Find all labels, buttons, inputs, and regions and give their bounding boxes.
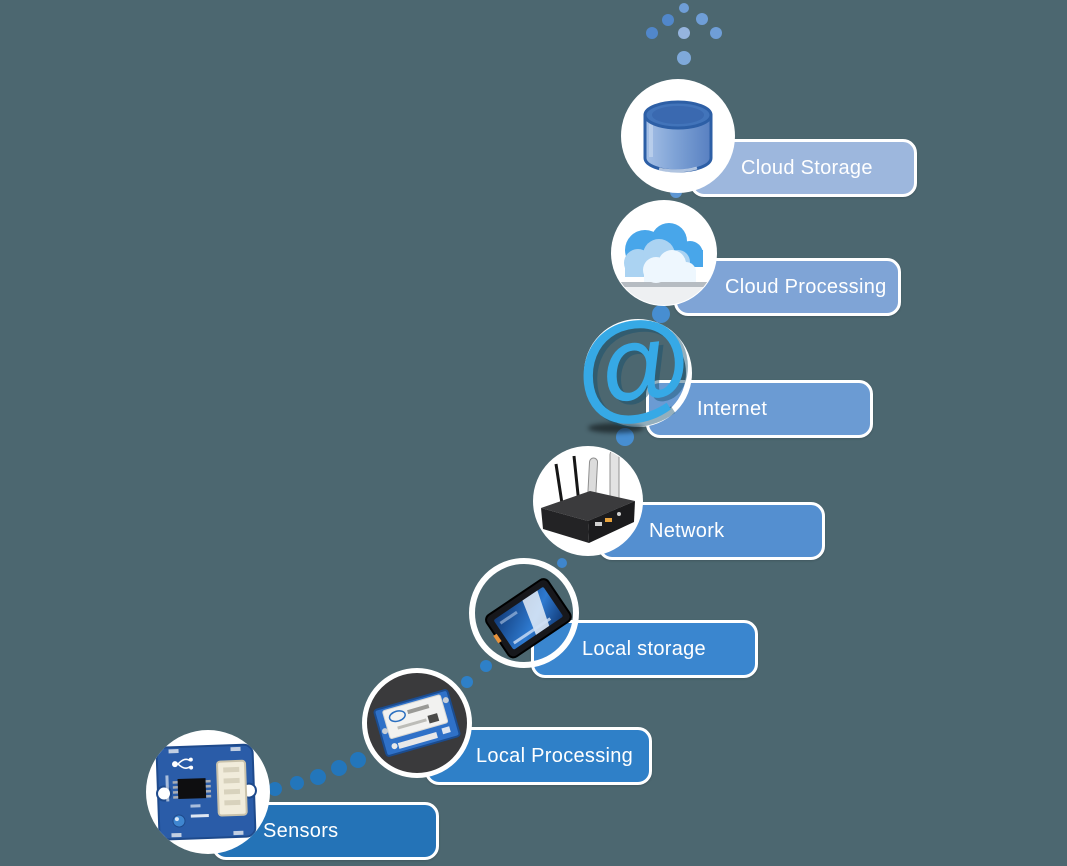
flow-dot [710, 27, 722, 39]
database-icon [643, 100, 713, 173]
svg-text:@: @ [573, 296, 701, 439]
local-processing-badge [362, 668, 472, 778]
connector-dot [331, 760, 347, 776]
step-label: Sensors [263, 819, 339, 842]
local-storage-badge [469, 558, 579, 668]
edison-board-icon [373, 689, 461, 757]
step-label: Cloud Storage [741, 156, 873, 179]
sensor-board-icon [155, 743, 257, 841]
at-symbol-icon: @ @ [569, 293, 702, 440]
step-label: Local Processing [476, 744, 634, 767]
flow-dot [677, 51, 691, 65]
connector-dot [480, 660, 492, 672]
internet-badge: @ @ [569, 293, 702, 440]
clouds-icon [612, 201, 716, 305]
connector-dot [350, 752, 366, 768]
step-label: Local storage [582, 637, 706, 660]
flow-dot [679, 3, 689, 13]
ssd-icon [485, 578, 572, 659]
flow-dot [646, 27, 658, 39]
connector-dot [290, 776, 304, 790]
flow-dot [696, 13, 708, 25]
step-label: Internet [697, 397, 768, 420]
flow-dot [678, 27, 690, 39]
connector-dot [461, 676, 473, 688]
sensors-badge [146, 730, 270, 854]
cloud-storage-badge [621, 79, 735, 193]
step-label: Cloud Processing [725, 275, 887, 298]
step-label: Network [649, 519, 725, 542]
connector-dot [652, 305, 670, 323]
connector-dot [310, 769, 326, 785]
router-icon [541, 449, 635, 543]
connector-dot [557, 558, 567, 568]
label-box-internet: Internet [646, 380, 873, 438]
svg-text:@: @ [569, 293, 697, 436]
network-badge [533, 446, 643, 556]
connector-dot [268, 782, 282, 796]
cloud-processing-badge [611, 200, 717, 306]
flow-dot [662, 14, 674, 26]
